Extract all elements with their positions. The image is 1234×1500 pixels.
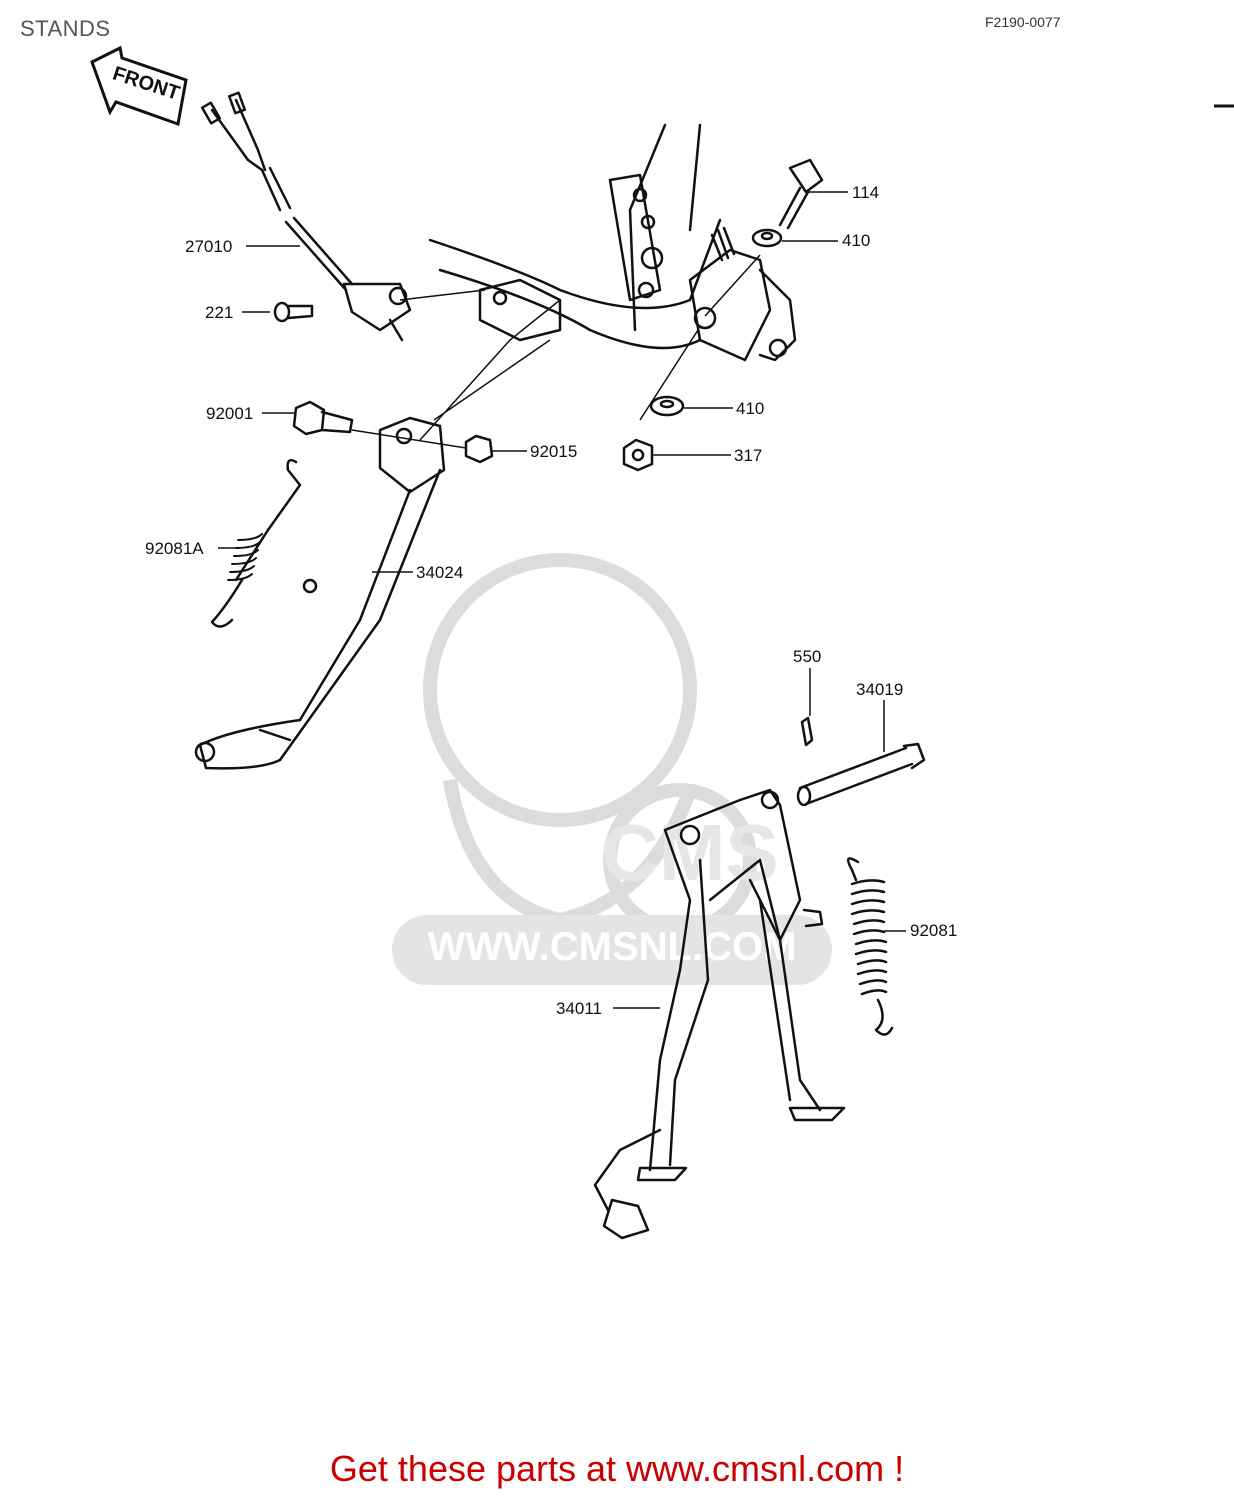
watermark-logo: CMS [601,808,779,897]
part-number-27010: 27010 [185,237,232,256]
part-number-550: 550 [793,647,821,666]
bolt-92001 [292,400,354,436]
bolt-114 [778,158,824,230]
screw-221 [273,301,314,323]
front-arrow: FRONT [90,45,188,127]
side-stand-switch [200,91,412,342]
cms-watermark: WWW.CMSNL.COM CMS [392,553,832,985]
nut-92015 [464,434,494,464]
washer-410-upper [751,228,783,248]
part-number-92081: 92081 [910,921,957,940]
diagram-code: F2190-0077 [985,14,1061,30]
page-title: STANDS [20,16,111,41]
part-number-221: 221 [205,303,233,322]
frame [428,123,797,362]
side-stand [194,416,446,770]
part-number-114: 114 [852,183,879,202]
washer-410-lower [649,395,685,417]
watermark-url: WWW.CMSNL.COM [428,925,797,969]
center-stand [593,788,846,1240]
shaft-34019 [796,742,926,807]
part-number-92001: 92001 [206,404,253,423]
footer-link-text[interactable]: Get these parts at www.cmsnl.com ! [329,1448,905,1489]
spring-92081A [210,459,302,628]
part-number-410-lower: 410 [736,399,764,418]
part-number-92081A: 92081A [145,539,204,558]
part-number-34024: 34024 [416,563,463,582]
part-number-410-upper: 410 [842,231,870,250]
part-number-34019: 34019 [856,680,903,699]
part-number-317: 317 [734,446,762,465]
part-number-34011: 34011 [556,999,602,1018]
part-number-92015: 92015 [530,442,577,461]
cotter-pin-550 [800,716,814,747]
spring-92081 [846,857,894,1036]
nut-317 [622,438,654,472]
